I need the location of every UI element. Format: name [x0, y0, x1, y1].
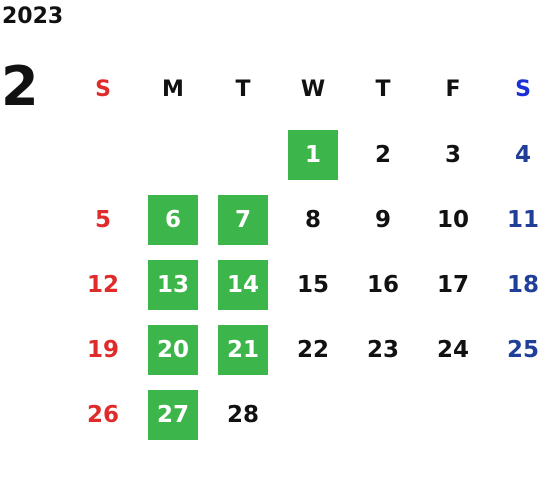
day-cell[interactable]: 19	[68, 317, 138, 382]
day-number: 3	[444, 141, 461, 168]
day-number: 15	[296, 271, 329, 298]
day-cell[interactable]: 2	[348, 122, 418, 187]
weekday-header: T	[208, 57, 278, 122]
day-number: 23	[366, 336, 399, 363]
weekday-label: T	[375, 77, 391, 102]
day-cell[interactable]: 16	[348, 252, 418, 317]
weekday-label: S	[95, 77, 111, 102]
day-number: 5	[94, 206, 111, 233]
weekday-header: M	[138, 57, 208, 122]
day-cell[interactable]: 17	[418, 252, 488, 317]
day-number: 14	[218, 259, 268, 310]
day-cell[interactable]: 22	[278, 317, 348, 382]
day-cell[interactable]: 18	[488, 252, 548, 317]
day-number: 24	[436, 336, 469, 363]
day-number: 20	[148, 324, 198, 375]
day-number: 6	[148, 194, 198, 245]
day-cell[interactable]: 8	[278, 187, 348, 252]
day-number: 4	[514, 141, 531, 168]
empty-cell	[138, 122, 208, 187]
weekday-label: M	[162, 77, 184, 102]
day-cell[interactable]: 20	[138, 317, 208, 382]
day-cell[interactable]: 13	[138, 252, 208, 317]
day-number: 17	[436, 271, 469, 298]
day-cell[interactable]: 5	[68, 187, 138, 252]
day-number: 2	[374, 141, 391, 168]
day-number: 12	[86, 271, 119, 298]
day-cell[interactable]: 26	[68, 382, 138, 447]
day-number: 25	[506, 336, 539, 363]
weekday-label: F	[445, 77, 461, 102]
day-cell[interactable]: 28	[208, 382, 278, 447]
day-cell[interactable]: 7	[208, 187, 278, 252]
day-cell[interactable]: 14	[208, 252, 278, 317]
day-number: 7	[218, 194, 268, 245]
weekday-label: S	[515, 77, 531, 102]
day-cell[interactable]: 25	[488, 317, 548, 382]
weekday-header: S	[68, 57, 138, 122]
day-number: 28	[226, 401, 259, 428]
empty-cell	[68, 122, 138, 187]
day-number: 9	[374, 206, 391, 233]
day-cell[interactable]: 11	[488, 187, 548, 252]
day-number: 11	[506, 206, 539, 233]
day-number: 21	[218, 324, 268, 375]
day-cell[interactable]: 6	[138, 187, 208, 252]
day-number: 27	[148, 389, 198, 440]
empty-cell	[208, 122, 278, 187]
day-cell[interactable]: 4	[488, 122, 548, 187]
day-number: 26	[86, 401, 119, 428]
weekday-label: W	[300, 77, 326, 102]
calendar-year: 2023	[2, 4, 64, 29]
day-cell[interactable]: 23	[348, 317, 418, 382]
calendar-month: 2	[1, 55, 39, 118]
day-number: 18	[506, 271, 539, 298]
day-cell[interactable]: 1	[278, 122, 348, 187]
day-cell[interactable]: 15	[278, 252, 348, 317]
day-number: 8	[304, 206, 321, 233]
day-number: 16	[366, 271, 399, 298]
day-number: 22	[296, 336, 329, 363]
weekday-header: S	[488, 57, 548, 122]
day-number: 13	[148, 259, 198, 310]
day-cell[interactable]: 3	[418, 122, 488, 187]
day-cell[interactable]: 12	[68, 252, 138, 317]
weekday-header: W	[278, 57, 348, 122]
day-number: 19	[86, 336, 119, 363]
day-cell[interactable]: 21	[208, 317, 278, 382]
day-cell[interactable]: 9	[348, 187, 418, 252]
weekday-header: T	[348, 57, 418, 122]
day-number: 1	[288, 129, 338, 180]
day-cell[interactable]: 24	[418, 317, 488, 382]
day-cell[interactable]: 10	[418, 187, 488, 252]
day-cell[interactable]: 27	[138, 382, 208, 447]
weekday-label: T	[235, 77, 251, 102]
weekday-header: F	[418, 57, 488, 122]
day-number: 10	[436, 206, 469, 233]
